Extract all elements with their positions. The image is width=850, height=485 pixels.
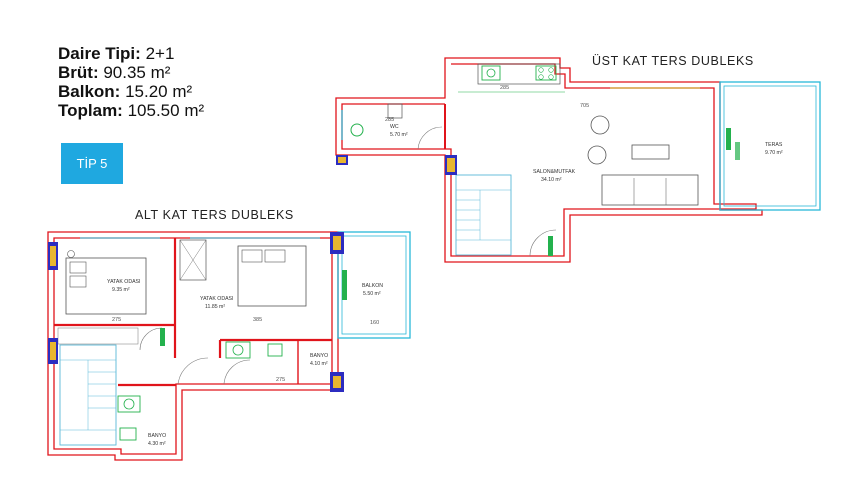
- bath1-dim-label: 275: [276, 377, 285, 383]
- bedroom1-name-label: YATAK ODASI: [107, 279, 140, 285]
- bedroom1-area-label: 9.35 m²: [112, 287, 130, 293]
- bedroom2-name-label: YATAK ODASI: [200, 296, 233, 302]
- bath1-area-label: 4.10 m²: [310, 361, 328, 367]
- type-badge: TİP 5: [61, 143, 123, 184]
- balkon-area-label: 5.50 m²: [363, 291, 381, 297]
- info-balcony-row: Balkon: 15.20 m²: [58, 82, 193, 101]
- bedroom2-area-label: 11.85 m²: [205, 304, 225, 310]
- info-gross-row: Brüt: 90.35 m²: [58, 63, 171, 82]
- teras-name-label: TERAS: [765, 142, 783, 148]
- upper-floor-plan: [335, 57, 821, 263]
- bedroom1-dim-label: 275: [112, 317, 121, 323]
- info-type-row: Daire Tipi: 2+1: [58, 44, 175, 63]
- upper-floor-labels: WC 5.70 m² 285 SALON&MUTFAK 34.10 m² TER…: [385, 85, 783, 183]
- upper-top-dim-label: 285: [500, 85, 509, 91]
- bath2-area-label: 4.30 m²: [148, 441, 166, 447]
- balkon-dim-label: 160: [370, 320, 379, 326]
- salon-dim-label: 705: [580, 103, 589, 109]
- bath1-name-label: BANYO: [310, 353, 328, 359]
- balkon-name-label: BALKON: [362, 283, 383, 289]
- lower-floor-plan: [47, 231, 411, 461]
- lower-floor-labels: YATAK ODASI 9.35 m² 275 YATAK ODASI 11.8…: [107, 279, 383, 447]
- upper-floor-title: ÜST KAT TERS DUBLEKS: [592, 54, 754, 68]
- wc-name-label: WC: [390, 124, 399, 130]
- teras-area-label: 9.70 m²: [765, 150, 783, 156]
- wc-area-label: 5.70 m²: [390, 132, 408, 138]
- bedroom2-dim-label: 385: [253, 317, 262, 323]
- wc-dim-label: 285: [385, 117, 394, 123]
- salon-area-label: 34.10 m²: [541, 177, 562, 183]
- apartment-info: Daire Tipi: 2+1 Brüt: 90.35 m² Balkon: 1…: [58, 44, 204, 120]
- bath2-name-label: BANYO: [148, 433, 166, 439]
- lower-floor-title: ALT KAT TERS DUBLEKS: [135, 208, 294, 222]
- info-total-row: Toplam: 105.50 m²: [58, 101, 205, 120]
- salon-name-label: SALON&MUTFAK: [533, 169, 576, 175]
